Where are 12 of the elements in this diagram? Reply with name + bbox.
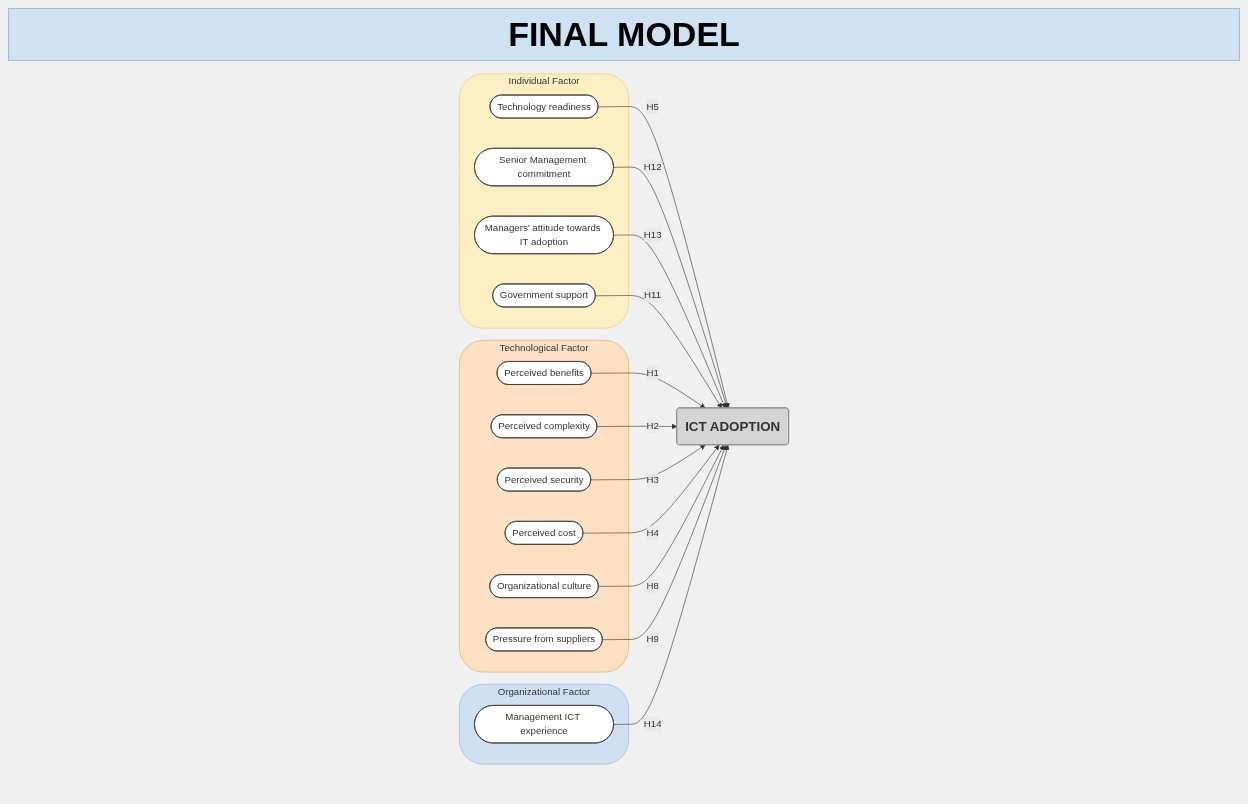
edge-label: H4 [646,527,659,538]
edge-label: H2 [646,420,659,432]
edge-label: H13 [643,229,662,240]
edge-label: H12 [643,161,662,172]
edge-label: H3 [646,474,659,485]
diagram-title: FINAL MODEL [8,8,1240,61]
edge-label: H11 [644,290,662,301]
edge-label: H1 [646,367,659,378]
edge-label: H9 [646,633,659,645]
edge-label: H14 [643,718,662,730]
edge-label: H5 [646,101,659,112]
edge-label: H8 [646,580,659,591]
